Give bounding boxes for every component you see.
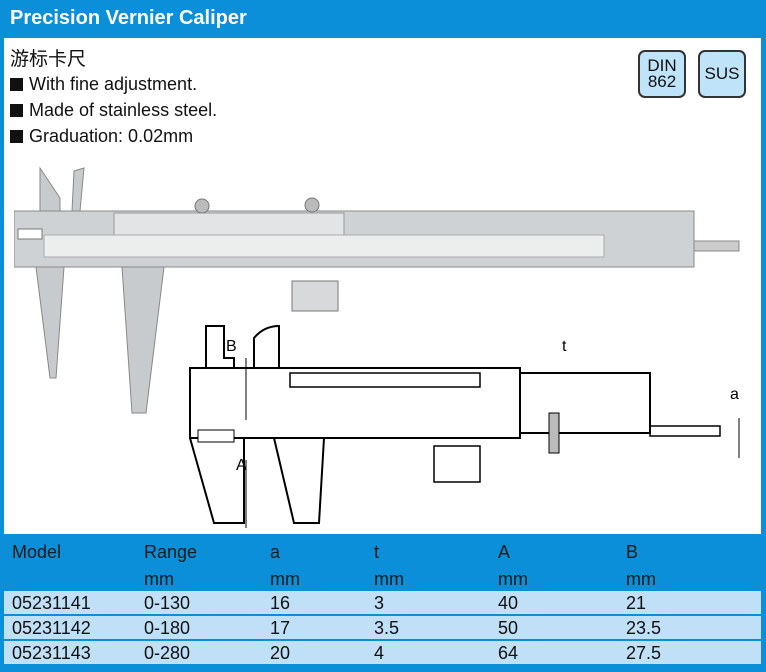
cell: 3.5	[374, 618, 400, 638]
cell: 0-180	[144, 618, 191, 638]
unit: mm	[626, 569, 656, 589]
dimension-label-a: a	[730, 386, 739, 403]
cell: 50	[498, 618, 519, 638]
cell: 64	[498, 643, 519, 663]
cell: 05231142	[12, 618, 91, 638]
header-range: Range	[144, 542, 198, 562]
cell: 27.5	[626, 643, 662, 663]
feature-text: With fine adjustment.	[29, 74, 198, 94]
header-a: a	[270, 542, 281, 562]
feature-text: Made of stainless steel.	[29, 100, 218, 120]
table-row: 05231143 0-280 20 4 64 27.5	[4, 641, 761, 664]
sus-badge: SUS	[698, 50, 746, 98]
cell: 3	[374, 593, 385, 613]
unit: mm	[498, 569, 528, 589]
feature-text: Graduation: 0.02mm	[29, 126, 194, 146]
header-t: t	[374, 542, 380, 562]
product-content: 游标卡尺 With fine adjustment. Made of stain…	[4, 38, 761, 534]
feature-item: With fine adjustment.	[10, 74, 197, 95]
caliper-photo	[14, 166, 740, 414]
page-title: Precision Vernier Caliper	[10, 7, 247, 29]
header-model: Model	[12, 542, 62, 562]
header-B: B	[626, 542, 639, 562]
cell: 23.5	[626, 618, 662, 638]
din-number: 862	[647, 72, 677, 91]
cell: 4	[374, 643, 385, 663]
chinese-title: 游标卡尺	[10, 49, 87, 70]
dimension-label-B: B	[226, 338, 237, 355]
header-A: A	[498, 542, 511, 562]
bullet-icon	[10, 130, 23, 143]
cell: 05231141	[12, 593, 91, 613]
cell: 40	[498, 593, 519, 613]
table-row: 05231142 0-180 17 3.5 50 23.5	[4, 616, 761, 639]
cell: 05231143	[12, 643, 91, 663]
cell: 20	[270, 643, 291, 663]
cell: 0-130	[144, 593, 191, 613]
unit: mm	[270, 569, 300, 589]
cell: 17	[270, 618, 291, 638]
dimension-diagram	[189, 324, 740, 528]
unit: mm	[144, 569, 174, 589]
unit: mm	[374, 569, 404, 589]
bullet-icon	[10, 78, 23, 91]
bullet-icon	[10, 104, 23, 117]
cell: 21	[626, 593, 647, 613]
table-row: 05231141 0-130 16 3 40 21	[4, 591, 761, 614]
cell: 16	[270, 593, 291, 613]
feature-item: Made of stainless steel.	[10, 100, 217, 121]
dimension-label-A: A	[236, 457, 247, 474]
cell: 0-280	[144, 643, 191, 663]
dimension-label-t: t	[562, 338, 567, 355]
feature-item: Graduation: 0.02mm	[10, 126, 193, 147]
din-text: DIN	[647, 56, 677, 75]
